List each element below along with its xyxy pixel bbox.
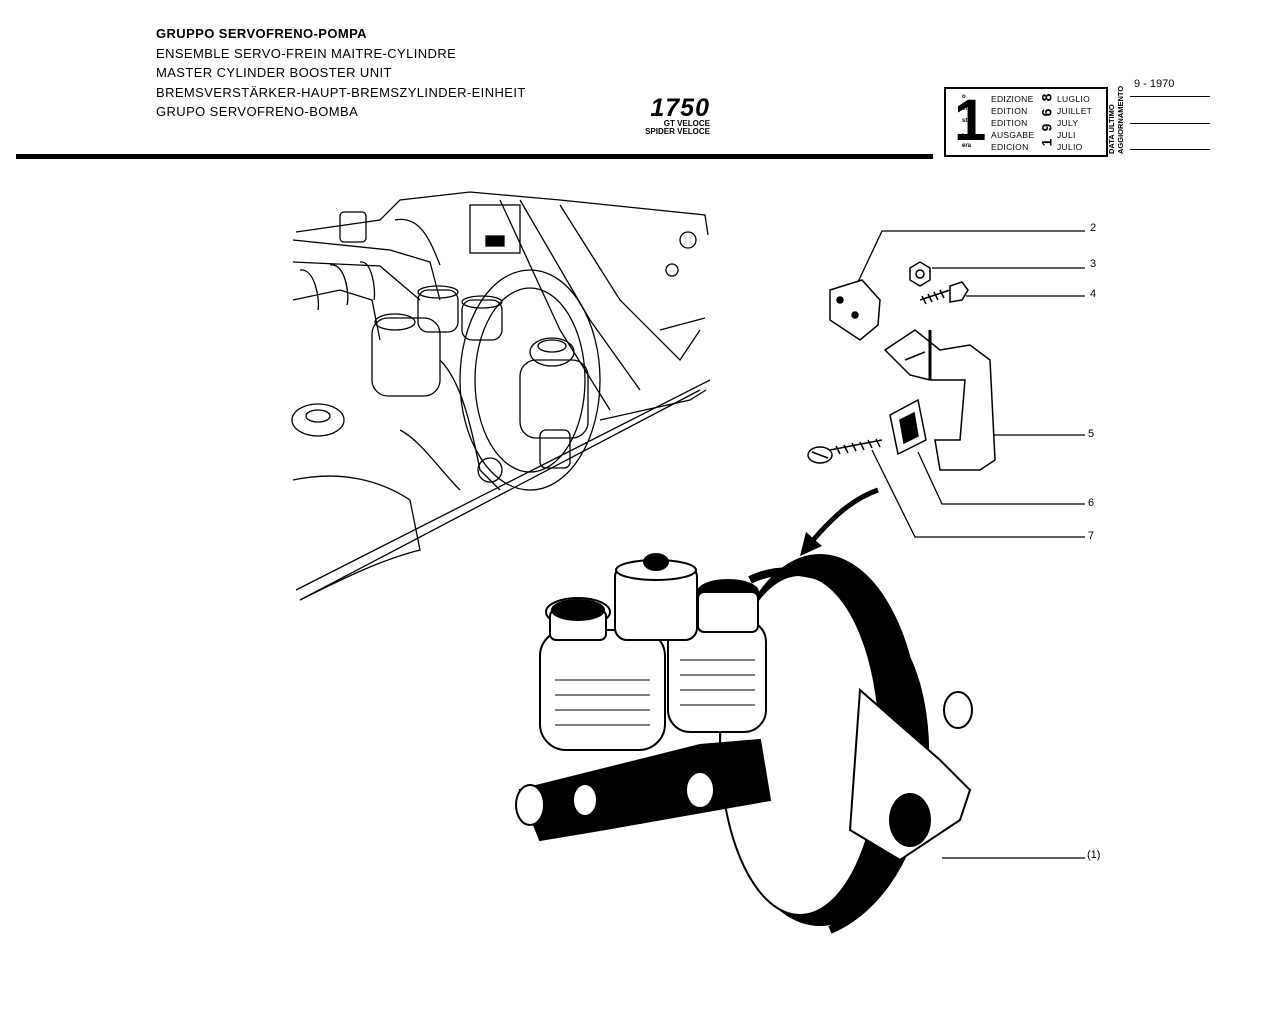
edition-word: EDICION: [991, 142, 1029, 152]
edition-ordinal: st: [962, 118, 968, 124]
callout-3: 3: [1090, 258, 1097, 270]
header-rule: [16, 154, 933, 159]
edition-ordinal: era: [962, 143, 972, 149]
bolt-part: [919, 281, 969, 305]
callout-7: 7: [1088, 530, 1095, 542]
model-variant-gt: GT VELOCE: [663, 119, 710, 128]
edition-month: JULY: [1057, 118, 1079, 128]
edition-word: EDITION: [991, 118, 1028, 128]
update-line: [1130, 96, 1210, 97]
update-line: [1130, 123, 1210, 124]
leader-lines: [857, 230, 1085, 859]
edition-word: EDIZIONE: [991, 94, 1034, 104]
callout-2: 2: [1090, 222, 1097, 234]
callout-4: 4: [1090, 288, 1097, 300]
booster-assembly: [515, 553, 973, 934]
edition-month: JULI: [1057, 130, 1076, 140]
edition-box: [944, 87, 1108, 157]
engine-bay-illustration: [291, 191, 711, 601]
edition-number: 1: [954, 88, 987, 153]
model-variant-spider: SPIDER VELOCE: [645, 127, 710, 136]
edition-ordinal: ere: [962, 106, 972, 112]
model-logo: 1750 GT VELOCE SPIDER VELOCE: [628, 96, 710, 136]
edition-word: EDITION: [991, 106, 1028, 116]
title-block: GRUPPO SERVOFRENO-POMPA ENSEMBLE SERVO-F…: [156, 24, 526, 122]
edition-month: LUGLIO: [1057, 94, 1090, 104]
edition-ordinal: o: [962, 94, 966, 100]
last-update-date: 9 - 1970: [1134, 78, 1175, 90]
nut-part: [909, 261, 931, 287]
screw-part: [807, 438, 883, 464]
title-italian: GRUPPO SERVOFRENO-POMPA: [156, 26, 367, 41]
title-german: BREMSVERSTÄRKER-HAUPT-BREMSZYLINDER-EINH…: [156, 84, 526, 100]
edition-month: JUILLET: [1057, 106, 1093, 116]
title-spanish: GRUPO SERVOFRENO-BOMBA: [156, 104, 359, 119]
assembly-arrow: [806, 487, 879, 548]
edition-word: AUSGABE: [991, 130, 1035, 140]
support-bracket-part: [883, 329, 996, 471]
model-number: 1750: [650, 94, 710, 122]
edition-ordinal: .: [962, 130, 964, 136]
bracket-part: [829, 279, 881, 341]
callout-5: 5: [1088, 428, 1095, 440]
callout-6: 6: [1088, 497, 1095, 509]
assembly-arrow-head: [800, 532, 822, 556]
title-english: MASTER CYLINDER BOOSTER UNIT: [156, 65, 392, 80]
callout-1: (1): [1087, 849, 1101, 861]
spacer-part: [889, 398, 927, 456]
title-french: ENSEMBLE SERVO-FREIN MAITRE-CYLINDRE: [156, 45, 457, 61]
edition-month: JULIO: [1057, 142, 1083, 152]
update-line: [1130, 149, 1210, 150]
